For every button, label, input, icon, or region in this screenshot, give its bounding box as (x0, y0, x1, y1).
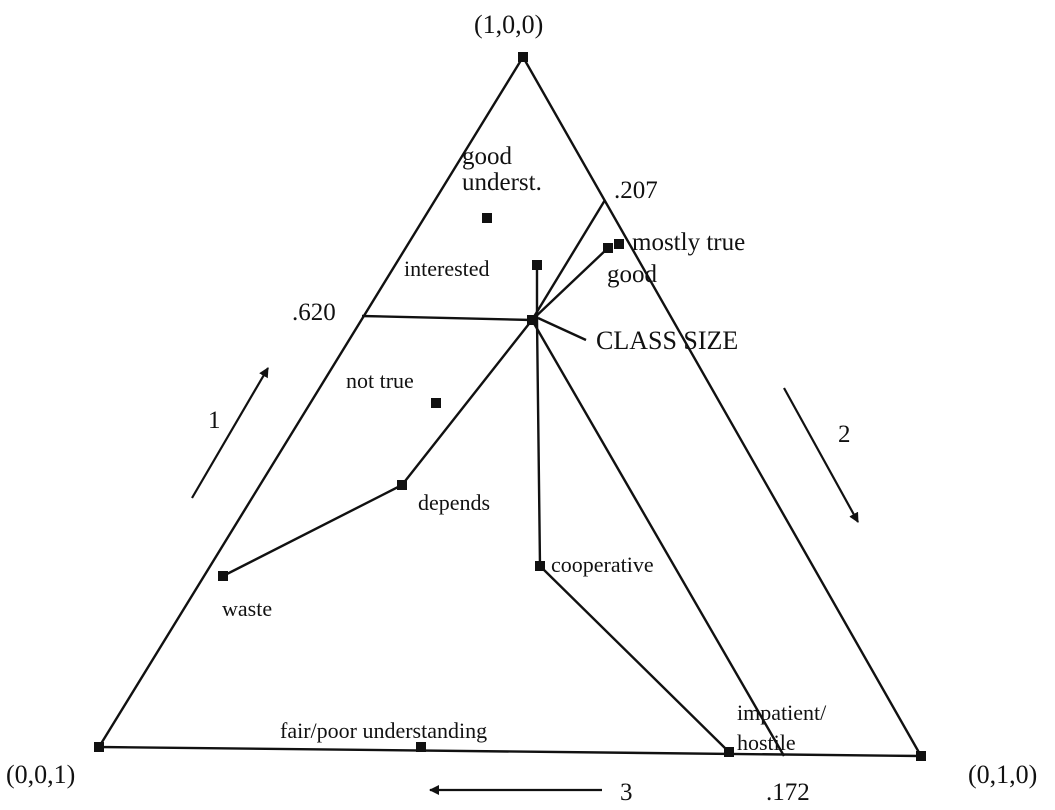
tick-label-right: .207 (614, 177, 658, 204)
triangle-outline (97, 55, 923, 758)
marker-depends (397, 480, 407, 490)
path-interested-to-impatient (535, 265, 730, 753)
marker-class-size (527, 315, 537, 325)
marker-cooperative (535, 561, 545, 571)
vertex-label-bottom-right: (0,1,0) (968, 760, 1038, 789)
tick-label-left: .620 (292, 299, 336, 326)
marker-impatient-hostile (724, 747, 734, 757)
marker-vertex-bottom-right (916, 751, 926, 761)
marker-interested (532, 260, 542, 270)
marker-vertex-bottom-left (94, 742, 104, 752)
class-size-pointer (537, 316, 587, 342)
label-good-understanding: good underst. (462, 143, 542, 197)
label-interested: interested (404, 256, 490, 281)
marker-mostly-true (614, 239, 624, 249)
marker-good-understanding (482, 213, 492, 223)
label-depends: depends (418, 490, 491, 515)
marker-fair-poor (416, 742, 426, 752)
line-right-to-center (530, 199, 607, 321)
label-cooperative: cooperative (551, 552, 654, 577)
arrow-2 (783, 387, 859, 523)
path-waste-to-good (222, 247, 609, 578)
marker-good (603, 243, 613, 253)
arrow-label-2: 2 (838, 421, 851, 448)
label-fair-poor-understanding: fair/poor understanding (280, 718, 488, 743)
label-waste: waste (222, 596, 273, 621)
arrow-1 (191, 367, 269, 499)
arrow-label-3: 3 (620, 779, 633, 806)
vertex-label-top: (1,0,0) (474, 10, 544, 39)
label-mostly-true: mostly true (632, 229, 746, 256)
class-size-label: CLASS SIZE (596, 326, 739, 355)
vertex-label-bottom-left: (0,0,1) (6, 760, 76, 789)
marker-not-true (431, 398, 441, 408)
marker-vertex-top (518, 52, 528, 62)
tick-label-bottom: .172 (766, 779, 810, 806)
marker-waste (218, 571, 228, 581)
label-impatient-hostile: impatient/ hostile (737, 700, 827, 755)
arrow-label-1: 1 (208, 407, 221, 434)
line-left-to-center (361, 314, 533, 322)
label-not-true: not true (346, 368, 414, 393)
line-center-to-bottom (530, 319, 786, 757)
label-good: good (607, 261, 657, 288)
